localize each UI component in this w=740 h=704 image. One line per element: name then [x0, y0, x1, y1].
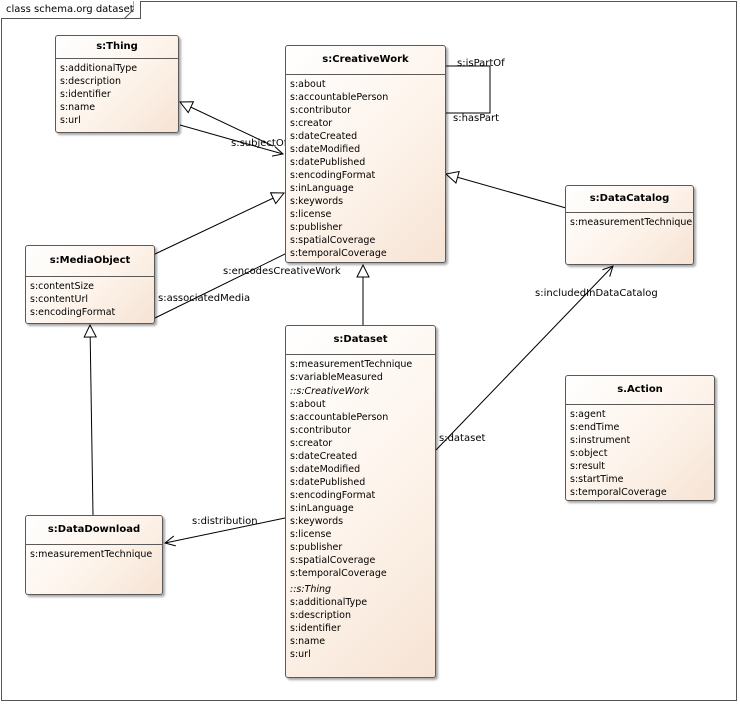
label-dataset: s:dataset	[439, 433, 485, 444]
attribute: s:object	[570, 448, 608, 459]
class-dataset[interactable]: s:Dataset s:measurementTechnique s:varia…	[285, 325, 436, 678]
inherited-attribute: s:inLanguage	[290, 503, 354, 514]
inherited-section-label: ::s:CreativeWork	[290, 386, 370, 397]
attribute: s:name	[60, 102, 96, 113]
attribute-list: s:additionalType s:description s:identif…	[56, 59, 178, 127]
frame-tab-corner	[124, 1, 134, 19]
attribute-list: s:contentSize s:contentUrl s:encodingFor…	[26, 277, 154, 319]
attribute-list: s:measurementTechnique	[566, 213, 693, 229]
label-included-in-data-catalog: s:includedInDataCatalog	[535, 288, 658, 299]
attribute: s:measurementTechnique	[290, 359, 413, 370]
attribute: s:encodingFormat	[290, 170, 376, 181]
inherited-attribute: s:identifier	[290, 623, 341, 634]
attribute: s:result	[570, 461, 606, 472]
attribute-list: s:about s:accountablePerson s:contributo…	[286, 75, 445, 260]
association-subjectof	[179, 124, 283, 154]
inherited-attribute: s:encodingFormat	[290, 490, 376, 501]
attribute: s:endTime	[570, 422, 620, 433]
attribute: s:measurementTechnique	[30, 549, 153, 560]
attribute: s:license	[290, 209, 332, 220]
class-name: s:MediaObject	[26, 246, 154, 277]
attribute: s:accountablePerson	[290, 92, 389, 103]
diagram-frame-title: class schema.org dataset	[1, 1, 141, 19]
class-creative-work[interactable]: s:CreativeWork s:about s:accountablePers…	[285, 45, 446, 263]
inherited-attribute: s:accountablePerson	[290, 412, 389, 423]
attribute: s:additionalType	[60, 63, 138, 74]
generalization-mediaobject-creativework	[154, 193, 284, 255]
association-distribution	[165, 517, 286, 543]
inherited-attribute: s:description	[290, 610, 351, 621]
inherited-attribute: s:creator	[290, 438, 333, 449]
inherited-attribute: s:dateCreated	[290, 451, 358, 462]
association-includedindatacatalog-dataset	[435, 266, 613, 451]
label-encodes-creative-work: s:encodesCreativeWork	[223, 266, 341, 277]
label-associated-media: s:associatedMedia	[158, 293, 250, 304]
attribute: s:datePublished	[290, 157, 366, 168]
attribute: s:publisher	[290, 222, 343, 233]
attribute: s:contentUrl	[30, 294, 89, 305]
generalization-datacatalog-creativework	[446, 174, 567, 209]
attribute-list: s:measurementTechnique s:variableMeasure…	[286, 355, 435, 661]
attribute: s:startTime	[570, 474, 624, 485]
attribute: s:url	[60, 115, 81, 126]
class-action[interactable]: s.Action s:agent s:endTime s:instrument …	[565, 375, 715, 501]
attribute: s:dateCreated	[290, 131, 358, 142]
inherited-attribute: s:temporalCoverage	[290, 568, 387, 579]
attribute: s:instrument	[570, 435, 631, 446]
attribute-list: s:agent s:endTime s:instrument s:object …	[566, 405, 714, 499]
inherited-attribute: s:keywords	[290, 516, 344, 527]
inherited-attribute: s:name	[290, 636, 326, 647]
attribute-list: s:measurementTechnique	[26, 545, 162, 561]
inherited-attribute: s:datePublished	[290, 477, 366, 488]
class-thing[interactable]: s:Thing s:additionalType s:description s…	[55, 35, 179, 133]
inherited-section-label: ::s:Thing	[290, 584, 332, 595]
class-name: s:DataCatalog	[566, 186, 693, 213]
attribute: s:agent	[570, 409, 606, 420]
association-ispartof-haspart	[446, 65, 491, 114]
inherited-attribute: s:about	[290, 399, 326, 410]
label-distribution: s:distribution	[192, 516, 258, 527]
inherited-attribute: s:url	[290, 649, 311, 660]
attribute: s:description	[60, 76, 121, 87]
attribute: s:measurementTechnique	[570, 217, 693, 228]
association-encodes-associatedmedia	[154, 252, 288, 319]
inherited-attribute: s:dateModified	[290, 464, 361, 475]
label-has-part: s:hasPart	[453, 113, 499, 124]
attribute: s:identifier	[60, 89, 111, 100]
class-data-download[interactable]: s:DataDownload s:measurementTechnique	[25, 515, 163, 595]
label-subject-of: s:subjectOf	[231, 138, 288, 149]
class-name: s:Thing	[56, 36, 178, 59]
class-name: s:CreativeWork	[286, 46, 445, 75]
attribute: s:temporalCoverage	[570, 487, 667, 498]
class-media-object[interactable]: s:MediaObject s:contentSize s:contentUrl…	[25, 245, 155, 324]
generalization-creativework-thing	[180, 102, 274, 147]
label-is-part-of: s:isPartOf	[457, 58, 505, 69]
inherited-attribute: s:license	[290, 529, 332, 540]
attribute: s:about	[290, 79, 326, 90]
inherited-attribute: s:publisher	[290, 542, 343, 553]
class-data-catalog[interactable]: s:DataCatalog s:measurementTechnique	[565, 185, 694, 265]
attribute: s:dateModified	[290, 144, 361, 155]
attribute: s:creator	[290, 118, 333, 129]
attribute: s:keywords	[290, 196, 344, 207]
inherited-attribute: s:spatialCoverage	[290, 555, 376, 566]
attribute: s:spatialCoverage	[290, 235, 376, 246]
attribute: s:temporalCoverage	[290, 248, 387, 259]
inherited-attribute: s:additionalType	[290, 597, 368, 608]
class-name: s:DataDownload	[26, 516, 162, 545]
generalization-datadownload-mediaobject	[90, 325, 93, 516]
attribute: s:contentSize	[30, 281, 95, 292]
attribute: s:contributor	[290, 105, 351, 116]
inherited-attribute: s:contributor	[290, 425, 351, 436]
class-name: s:Dataset	[286, 326, 435, 355]
attribute: s:inLanguage	[290, 183, 354, 194]
class-name: s.Action	[566, 376, 714, 405]
attribute: s:variableMeasured	[290, 372, 383, 383]
attribute: s:encodingFormat	[30, 307, 116, 318]
